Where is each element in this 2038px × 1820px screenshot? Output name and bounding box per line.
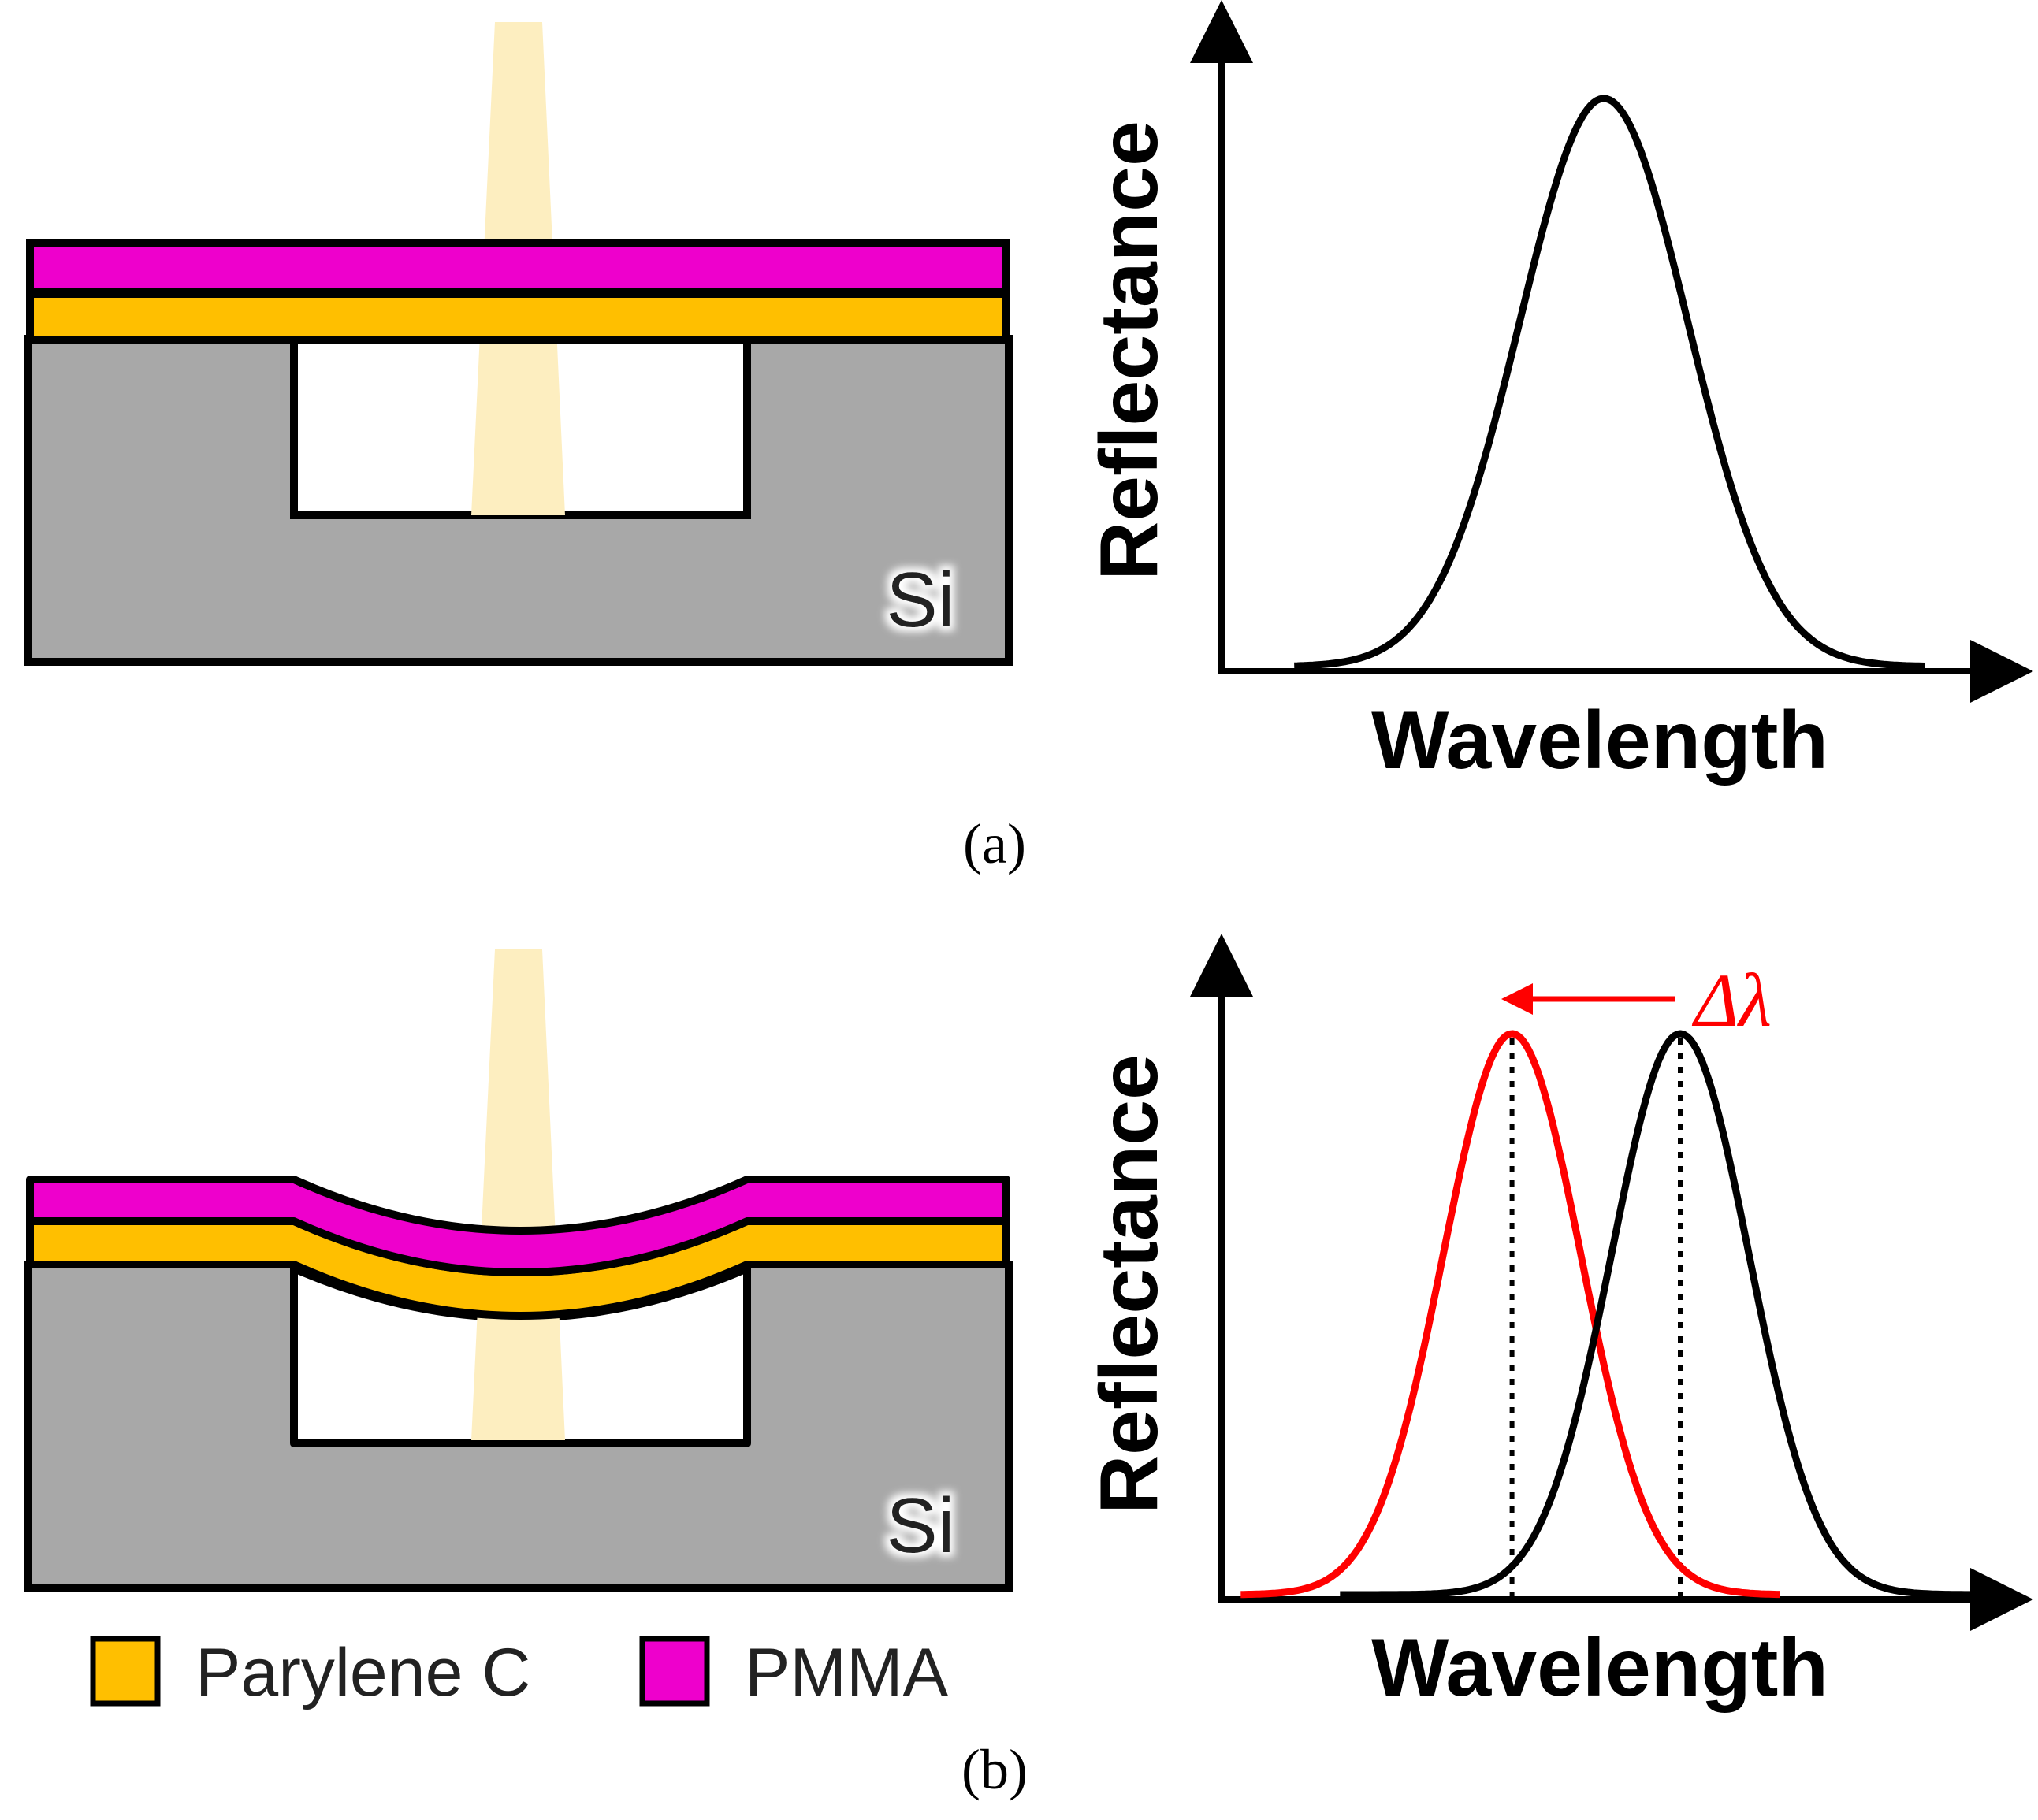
legend-swatch-pmma <box>639 1636 710 1707</box>
panel-a-device: Si <box>24 22 1013 666</box>
light-beam <box>471 949 565 1440</box>
x-axis-label: Wavelength <box>1371 695 1828 786</box>
reflectance-curve-shifted <box>1240 1030 1781 1599</box>
pmma-layer <box>26 239 1010 296</box>
shift-label: Δλ <box>1691 958 1772 1042</box>
panel-b-chart: Δλ Reflectance Wavelength <box>1084 934 2033 1714</box>
shift-arrow-head <box>1501 983 1533 1015</box>
pmma-layer <box>26 1176 1010 1276</box>
legend: Parylene C PMMA <box>90 1635 949 1710</box>
silicon-label: Si <box>886 1482 954 1569</box>
reflectance-curve <box>1293 95 1925 670</box>
panel-a-chart: Reflectance Wavelength <box>1084 0 2033 786</box>
legend-swatch-parylene <box>90 1636 161 1707</box>
caption-a: (a) <box>963 812 1026 875</box>
reflectance-curve-original <box>1339 1030 1972 1599</box>
x-axis-label: Wavelength <box>1371 1622 1828 1714</box>
legend-label-pmma: PMMA <box>745 1635 949 1710</box>
caption-b: (b) <box>961 1738 1028 1801</box>
parylene-layer <box>26 290 1010 344</box>
silicon-label: Si <box>886 556 954 643</box>
y-axis-label: Reflectance <box>1084 121 1175 581</box>
panel-b-device: Si <box>24 949 1013 1592</box>
legend-label-parylene: Parylene C <box>195 1635 530 1710</box>
y-axis-label: Reflectance <box>1084 1054 1175 1514</box>
